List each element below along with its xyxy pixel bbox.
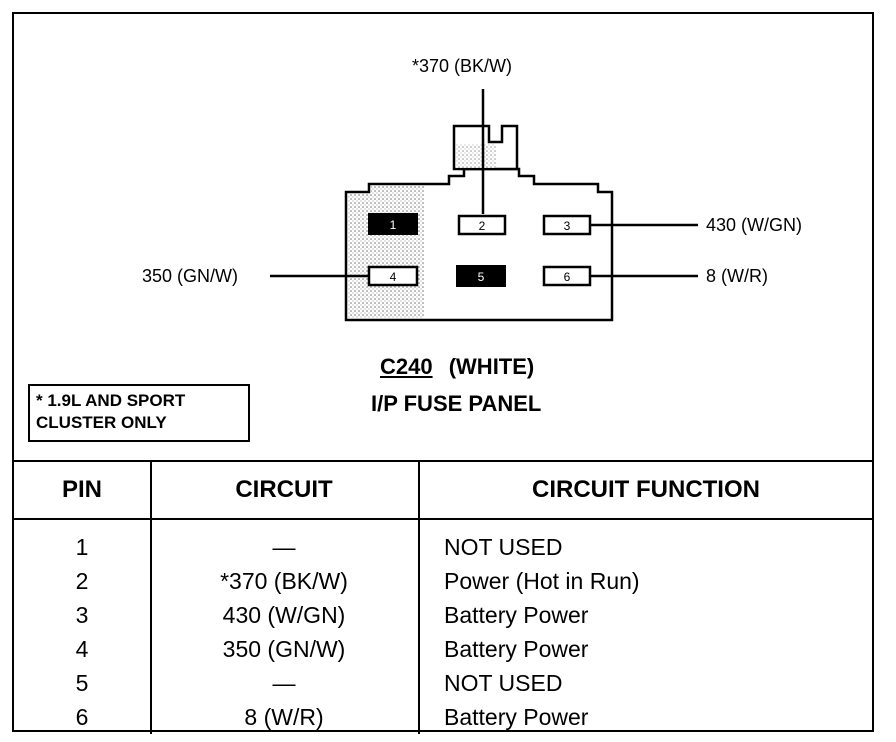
pin-number-3: 3 (564, 219, 571, 233)
pin-cavity-5 (456, 265, 506, 287)
circuit-column: CIRCUIT — *370 (BK/W) 430 (W/GN) 350 (GN… (150, 462, 420, 734)
table-cell-circuit: 430 (W/GN) (222, 602, 346, 628)
table-cell-pin: 5 (75, 670, 89, 696)
pin-cavity-4 (367, 265, 419, 287)
header-circuit: CIRCUIT (150, 462, 418, 520)
pin-number-4: 4 (390, 270, 397, 284)
pin-number-6: 6 (564, 270, 571, 284)
function-column: CIRCUIT FUNCTION NOT USED Power (Hot in … (420, 462, 872, 734)
table-cell-function: Battery Power (444, 636, 589, 662)
pin-number-2: 2 (479, 219, 486, 233)
note-line-2: CLUSTER ONLY (36, 413, 167, 432)
connector-subtitle: I/P FUSE PANEL (371, 391, 542, 416)
table-cell-function: Battery Power (444, 602, 589, 628)
table-cell-circuit: — (272, 670, 296, 696)
table-cell-function: Battery Power (444, 704, 589, 730)
pin-number-1: 1 (390, 218, 397, 232)
pin-cavity-3 (542, 214, 592, 236)
pin-number-5: 5 (478, 270, 485, 284)
connector-code: C240 (380, 354, 433, 379)
connector-shading (348, 186, 424, 318)
top-wire-label: *370 (BK/W) (412, 56, 513, 76)
pin-cavity-6 (542, 265, 592, 287)
note-box: * 1.9L AND SPORT CLUSTER ONLY (28, 384, 250, 442)
note-line-1: * 1.9L AND SPORT (36, 391, 186, 410)
table-cell-pin: 4 (75, 636, 89, 662)
left-wire-label: 350 (GN/W) (142, 266, 239, 286)
pin-table: PIN 1 2 3 4 5 6 CIRCUIT — *370 (BK/W) 43… (14, 460, 872, 734)
latch-shading (456, 144, 496, 168)
pin-cavity-2 (457, 214, 507, 236)
table-cell-circuit: — (272, 534, 296, 560)
connector-diagram: 1 2 3 4 5 6 (270, 89, 698, 322)
table-cell-function: Power (Hot in Run) (444, 568, 640, 594)
table-cell-pin: 3 (75, 602, 89, 628)
table-cell-circuit: *370 (BK/W) (220, 568, 348, 594)
connector-color: (WHITE) (448, 354, 535, 379)
table-cell-circuit: 8 (W/R) (244, 704, 324, 730)
connector-title: C240 (WHITE) (380, 354, 534, 380)
pin-cavity-1 (368, 213, 418, 235)
diagram-frame: 1 2 3 4 5 6 *370 (BK/W) 430 (W/GN) 8 (W/… (12, 12, 874, 734)
table-cell-pin: 2 (75, 568, 89, 594)
table-cell-pin: 6 (75, 704, 89, 730)
table-cell-function: NOT USED (444, 534, 563, 560)
table-cell-function: NOT USED (444, 670, 563, 696)
right-wire-label-1: 430 (W/GN) (706, 215, 803, 235)
header-function: CIRCUIT FUNCTION (420, 462, 872, 520)
table-cell-pin: 1 (75, 534, 89, 560)
header-pin: PIN (14, 462, 150, 520)
pin-column: PIN 1 2 3 4 5 6 (14, 462, 152, 734)
right-wire-label-2: 8 (W/R) (706, 266, 768, 286)
table-cell-circuit: 350 (GN/W) (222, 636, 346, 662)
